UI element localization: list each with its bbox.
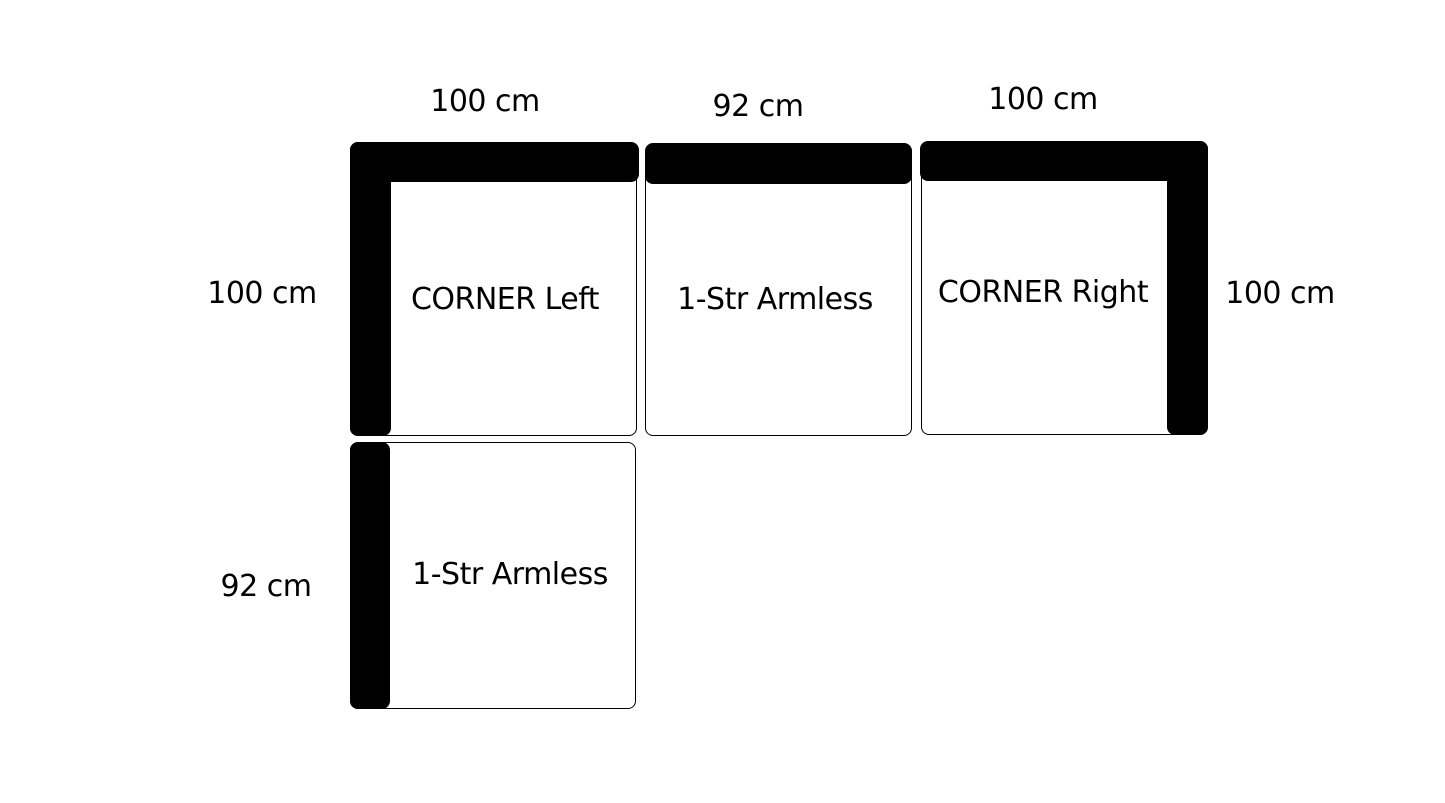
module-label-corner-right: CORNER Right (937, 275, 1149, 310)
module-armless-top (645, 144, 912, 436)
backrest-armless-top (645, 143, 912, 184)
dimension-right-corner-depth: 100 cm (1225, 276, 1335, 311)
dimension-top-armless: 92 cm (712, 89, 804, 124)
module-label-armless-bottom: 1-Str Armless (412, 557, 608, 592)
dimension-top-corner-left: 100 cm (430, 84, 540, 119)
armrest-corner-left-side (350, 142, 391, 436)
dimension-left-corner-depth: 100 cm (207, 276, 317, 311)
dimension-top-corner-right: 100 cm (988, 82, 1098, 117)
backrest-corner-right-top (920, 141, 1208, 181)
module-armless-bottom (350, 442, 636, 709)
backrest-corner-left-top (350, 142, 639, 182)
dimension-left-armless-depth: 92 cm (220, 569, 312, 604)
backrest-armless-bottom (350, 442, 390, 709)
module-label-armless-top: 1-Str Armless (677, 282, 873, 317)
module-corner-left (350, 142, 637, 436)
armrest-corner-right-side (1167, 141, 1208, 435)
module-label-corner-left: CORNER Left (410, 282, 600, 317)
